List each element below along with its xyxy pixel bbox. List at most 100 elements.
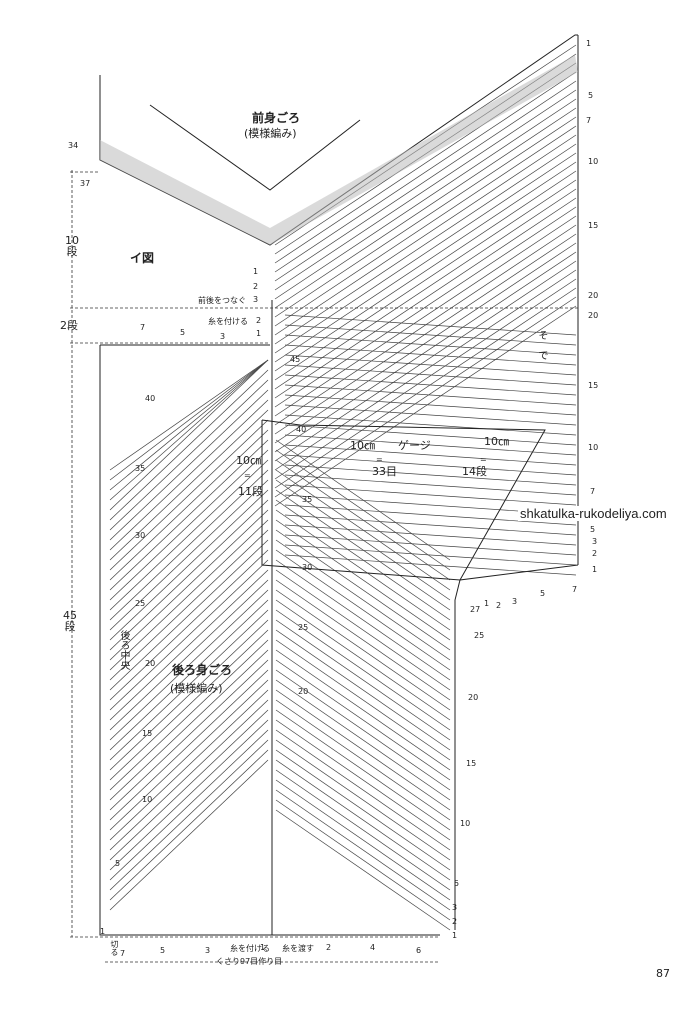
back-stitch-row [109, 569, 269, 721]
back-stitch-row [109, 539, 269, 691]
sleeve-stitch-row [284, 474, 577, 496]
rows-eq: = [244, 471, 251, 480]
sleeve-stitch-row [284, 394, 577, 416]
back-stitch-row [275, 669, 451, 791]
gauge-box [261, 419, 546, 581]
back-stitch-row [109, 669, 269, 821]
front-stitch-row [274, 233, 577, 435]
back-right-row-number: 20 [468, 693, 479, 702]
sleeve-row-number: 1 [592, 565, 598, 574]
right-row-number: 10 [588, 157, 599, 166]
bottom-row-number: 4 [370, 943, 376, 952]
attach-yarn-top: 糸を付ける [208, 317, 248, 326]
back-outline [99, 345, 440, 936]
left-row-number: 25 [135, 599, 146, 608]
front-stitch-row [274, 161, 577, 363]
bottom-row-number: 6 [416, 946, 422, 955]
back-stitch-row [109, 619, 269, 771]
sleeve-stitch-row [284, 314, 577, 336]
gauge-stitches: 33目 [372, 465, 397, 478]
foundation-chain: くさり97目作り目 [216, 957, 283, 966]
back-stitch-row [109, 359, 269, 511]
back-stitch-row [275, 539, 451, 661]
front-stitch-row [274, 179, 577, 381]
front-stitch-row [274, 116, 577, 318]
back-stitch-row [109, 709, 269, 861]
shaded-band [100, 55, 578, 245]
back-stitch-row [275, 679, 451, 801]
sleeve-stitch-row [284, 504, 577, 526]
connect-row-number: 3 [220, 332, 226, 341]
back-stitch-row [275, 649, 451, 771]
page-number: 87 [656, 967, 670, 980]
left-row-number: 34 [68, 141, 79, 150]
front-stitch-row [274, 152, 577, 354]
sleeve-row-number: 15 [588, 381, 599, 390]
connect-row-number: 2 [256, 316, 262, 325]
back-stitch-row [109, 749, 269, 901]
sleeve-stitch-row [284, 544, 577, 566]
sleeve-stitch-row [284, 454, 577, 476]
sleeve-row-number: 5 [590, 525, 596, 534]
back-right-row-number: 1 [452, 931, 458, 940]
right-row-number: 15 [588, 221, 599, 230]
back-stitch-row [275, 739, 451, 861]
back-stitch-row [109, 639, 269, 791]
sleeve-stitch-row [284, 514, 577, 536]
front-stitch-row [274, 269, 577, 471]
back-stitch-row [275, 619, 451, 741]
sleeve-label: そで [536, 330, 547, 370]
back-stitch-row [275, 719, 451, 841]
left-row-number: 40 [145, 394, 156, 403]
connect-row-number: 3 [512, 597, 518, 606]
back-stitch-row [109, 359, 269, 471]
connect-row-number: 1 [484, 599, 490, 608]
back-stitch-row [275, 609, 451, 731]
center-row-number: 35 [302, 495, 313, 504]
center-row-number: 25 [298, 623, 309, 632]
pass-yarn: 糸を渡す [282, 944, 314, 953]
back-stitch-row [275, 759, 451, 881]
back-stitch-row [109, 529, 269, 681]
back-stitch-row [275, 459, 451, 581]
left-row-number: 35 [135, 464, 146, 473]
front-shaded-band [100, 55, 578, 245]
back-stitch-row [109, 559, 269, 711]
back-stitch-row [109, 389, 269, 541]
front-stitch-row [274, 215, 577, 417]
watermark: shkatulka-rukodeliya.com [518, 506, 669, 521]
front-stitch-row [274, 134, 577, 336]
back-stitch-row [275, 489, 451, 611]
sleeve-stitch-row [284, 334, 577, 356]
back-right-row-number: 27 [470, 605, 481, 614]
figure-label: イ図 [130, 251, 155, 265]
sleeve-row-number: 2 [592, 549, 598, 558]
center-row-number: 40 [296, 425, 307, 434]
back-stitch-row [275, 599, 451, 721]
back-stitch-row [275, 639, 451, 761]
front-stitch-row [274, 197, 577, 399]
back-stitch-row [109, 759, 269, 911]
front-stitch-row [274, 287, 577, 489]
right-row-number: 7 [586, 116, 592, 125]
back-stitch-row [109, 459, 269, 611]
sleeve-stitch-row [284, 434, 577, 456]
back-stitch-row [109, 479, 269, 631]
front-rows-dimension: 10段 [65, 234, 79, 258]
back-stitch-row [109, 679, 269, 831]
sleeve-stitch-row [284, 484, 577, 506]
connect-row-number: 2 [496, 601, 502, 610]
left-row-number: 30 [135, 531, 146, 540]
gauge-eq2: = [480, 455, 487, 464]
back-stitch-row [275, 699, 451, 821]
back-stitch-row [109, 629, 269, 781]
back-stitch-row [109, 369, 269, 521]
right-row-number: 20 [588, 311, 599, 320]
sleeve-stitch-row [284, 554, 577, 576]
back-stitch-row [109, 599, 269, 751]
sleeve-row-number: 7 [572, 585, 578, 594]
back-stitch-row [109, 579, 269, 731]
back-rows-dimension: 45段 [63, 609, 77, 633]
back-stitch-row [275, 479, 451, 601]
front-outline [99, 34, 578, 246]
